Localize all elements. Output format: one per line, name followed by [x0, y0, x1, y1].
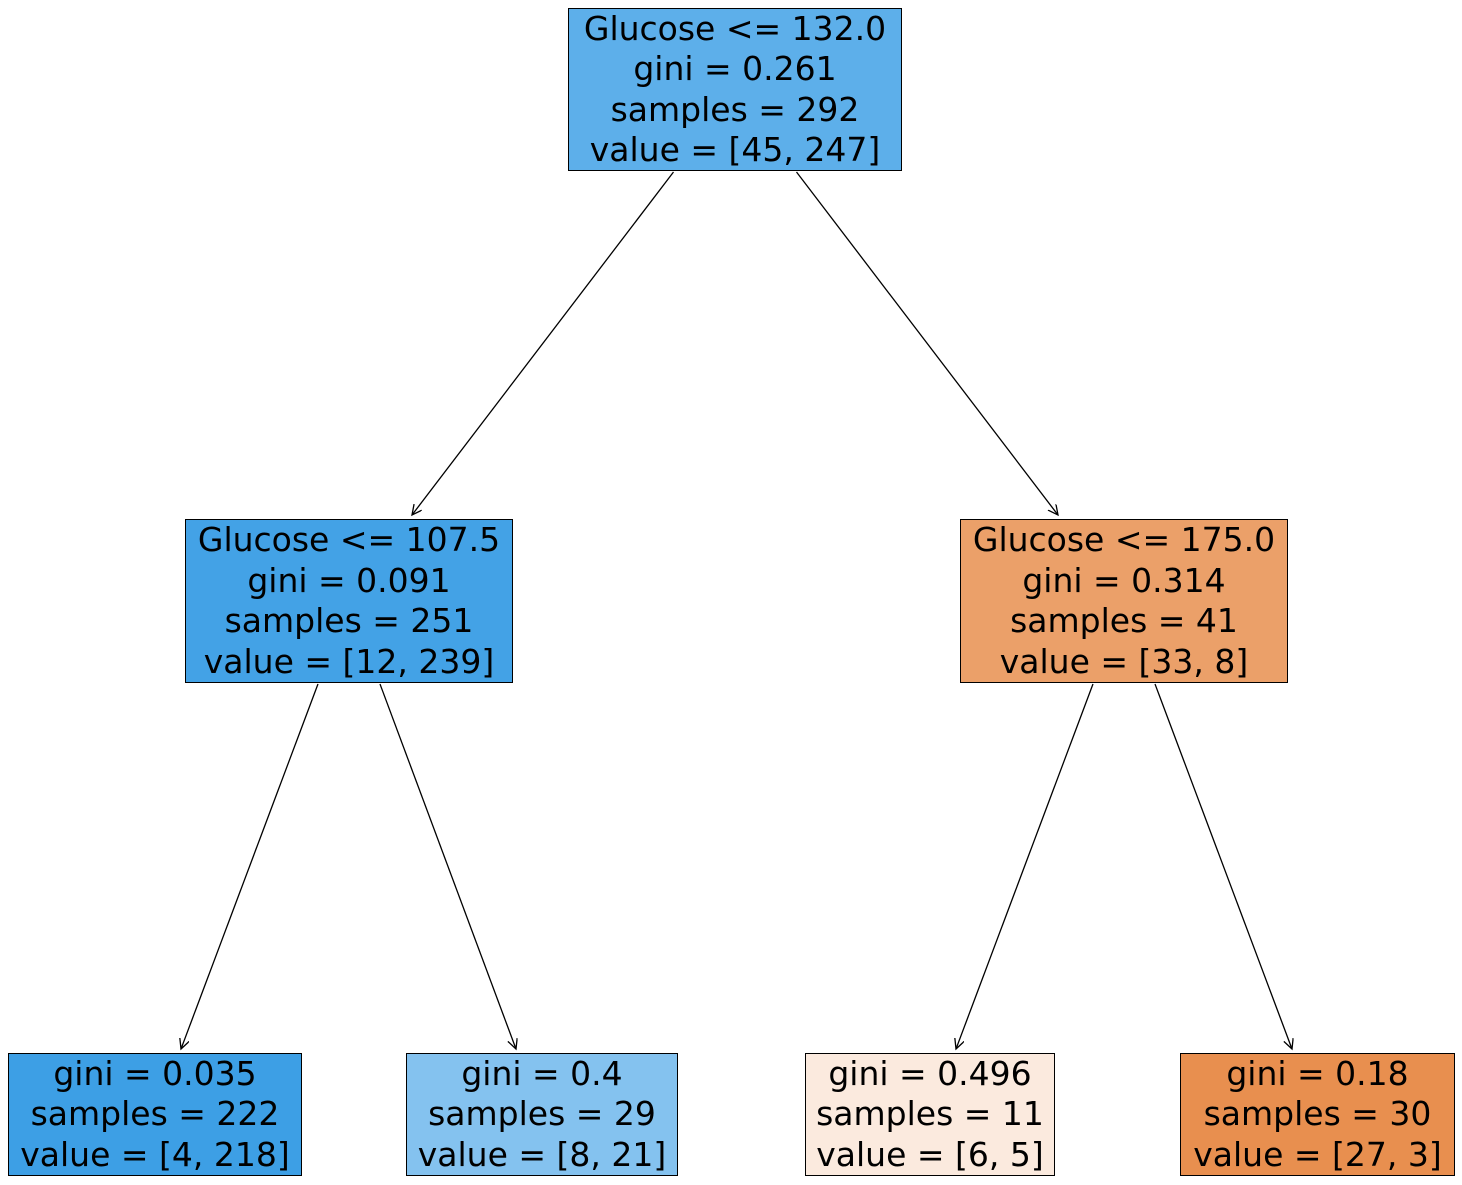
node-gini: gini = 0.4 [461, 1053, 623, 1093]
edge-left-to-leaflr-icon [379, 683, 516, 1049]
tree-node-left: Glucose <= 107.5 gini = 0.091 samples = … [185, 519, 513, 683]
node-samples: samples = 222 [30, 1094, 280, 1134]
node-samples: samples = 29 [428, 1094, 656, 1134]
edge-root-to-right-icon [795, 171, 1059, 515]
node-value: value = [8, 21] [417, 1134, 667, 1174]
node-samples: samples = 11 [816, 1094, 1044, 1134]
node-value: value = [33, 8] [999, 641, 1249, 681]
node-samples: samples = 30 [1203, 1094, 1432, 1134]
tree-node-right: Glucose <= 175.0 gini = 0.314 samples = … [960, 519, 1288, 683]
node-value: value = [45, 247] [589, 130, 881, 169]
tree-leaf-right-right: gini = 0.18 samples = 30 value = [27, 3] [1180, 1053, 1455, 1176]
node-split-rule: Glucose <= 175.0 [972, 520, 1276, 559]
edge-left-to-leafll-icon [181, 683, 319, 1049]
node-split-rule: Glucose <= 132.0 [583, 8, 887, 48]
node-value: value = [4, 218] [20, 1134, 290, 1174]
edge-root-to-left-icon [412, 171, 675, 515]
node-value: value = [12, 239] [203, 641, 495, 681]
node-samples: samples = 292 [610, 89, 860, 129]
node-gini: gini = 0.261 [633, 49, 837, 88]
node-value: value = [27, 3] [1193, 1134, 1442, 1174]
tree-leaf-left-right: gini = 0.4 samples = 29 value = [8, 21] [406, 1053, 678, 1176]
node-samples: samples = 251 [224, 601, 474, 640]
node-gini: gini = 0.314 [1022, 560, 1226, 600]
node-gini: gini = 0.18 [1226, 1053, 1409, 1093]
node-gini: gini = 0.035 [53, 1053, 257, 1093]
edge-right-to-leafrr-icon [1154, 683, 1292, 1049]
tree-leaf-right-left: gini = 0.496 samples = 11 value = [6, 5] [805, 1053, 1055, 1176]
node-split-rule: Glucose <= 107.5 [197, 520, 501, 559]
node-value: value = [6, 5] [816, 1134, 1044, 1174]
tree-node-root: Glucose <= 132.0 gini = 0.261 samples = … [568, 8, 902, 171]
node-gini: gini = 0.091 [247, 560, 451, 600]
edge-right-to-leafrl-icon [956, 683, 1094, 1049]
node-samples: samples = 41 [1010, 601, 1238, 640]
node-gini: gini = 0.496 [828, 1053, 1032, 1093]
tree-leaf-left-left: gini = 0.035 samples = 222 value = [4, 2… [8, 1053, 302, 1176]
